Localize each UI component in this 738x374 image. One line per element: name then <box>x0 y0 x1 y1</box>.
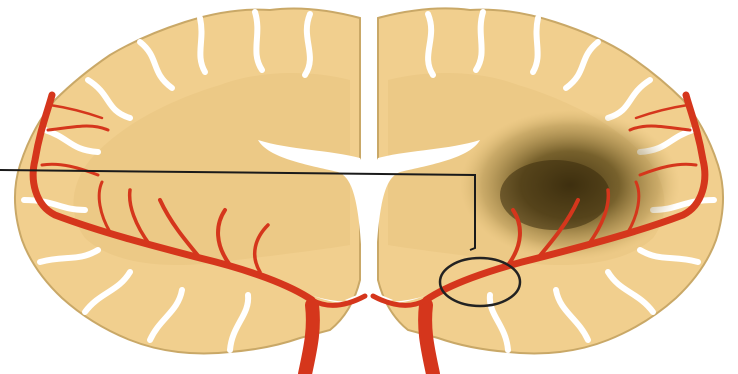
brain-section-figure <box>0 0 738 374</box>
brain-diagram <box>0 0 738 374</box>
